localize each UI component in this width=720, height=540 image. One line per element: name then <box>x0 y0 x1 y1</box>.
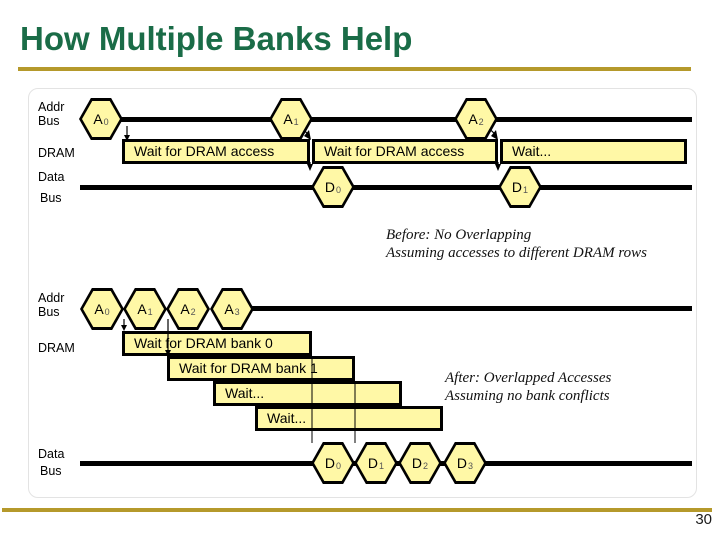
before-dram-wait-box-2: Wait for DRAM access <box>312 139 498 164</box>
after-dram-wait-box-4: Wait... <box>255 406 443 431</box>
before-data-bus-label-line1: Data <box>38 170 65 184</box>
after-data-bus-label-line2: Bus <box>40 464 62 478</box>
before-dram-wait-box-1: Wait for DRAM access <box>122 139 310 164</box>
after-dram-wait-box-2: Wait for DRAM bank 1 <box>167 356 355 381</box>
before-addr-bus-line <box>120 117 692 122</box>
before-caption: Before: No Overlapping Assuming accesses… <box>386 226 647 262</box>
after-dram-label: DRAM <box>38 341 75 355</box>
content-frame <box>28 88 697 498</box>
before-addr-bus-label-line1: Addr <box>38 100 65 114</box>
before-dram-label: DRAM <box>38 146 75 160</box>
after-dram-wait-box-1: Wait for DRAM bank 0 <box>122 331 312 356</box>
before-addr-bus-label-line2: Bus <box>38 114 60 128</box>
before-caption-line1: Before: No Overlapping <box>386 227 532 243</box>
after-caption-line2: Assuming no bank conflicts <box>445 388 610 404</box>
title-underline <box>18 67 691 71</box>
after-addr-bus-line <box>250 306 692 311</box>
footer-line <box>2 508 712 512</box>
after-dram-wait-box-3: Wait... <box>213 381 402 406</box>
before-caption-line2: Assuming accesses to different DRAM rows <box>386 245 647 261</box>
after-caption-line1: After: Overlapped Accesses <box>445 370 612 386</box>
slide-title: How Multiple Banks Help <box>20 20 413 57</box>
before-data-bus-line <box>80 185 692 190</box>
after-caption: After: Overlapped Accesses Assuming no b… <box>445 369 611 405</box>
after-data-bus-label-line1: Data <box>38 447 65 461</box>
page-number: 30 <box>695 511 712 528</box>
before-dram-wait-box-3: Wait... <box>500 139 687 164</box>
before-data-bus-label-line2: Bus <box>40 191 62 205</box>
after-addr-bus-label-line2: Bus <box>38 305 60 319</box>
after-addr-bus-label-line1: Addr <box>38 291 65 305</box>
